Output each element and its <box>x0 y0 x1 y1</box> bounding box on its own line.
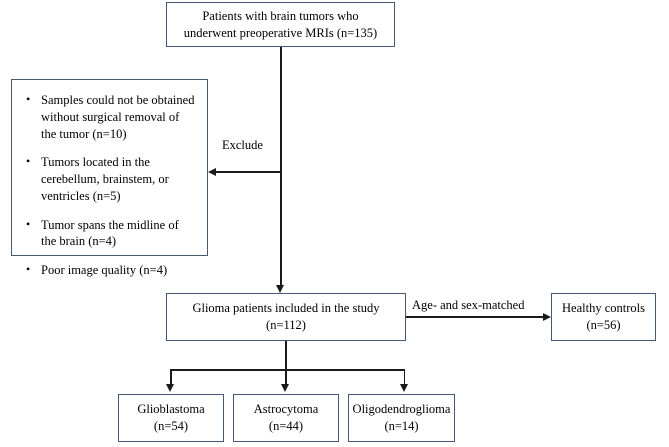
list-item: Tumor spans the midline of the brain (n=… <box>26 216 197 251</box>
list-item: Samples could not be obtained without su… <box>26 91 197 142</box>
list-item: Tumors located in the cerebellum, brains… <box>26 153 197 204</box>
arrowhead-into-oligodendroglioma <box>399 384 408 392</box>
connector-glioma-to-healthy <box>406 316 543 318</box>
arrowhead-into-astrocytoma <box>281 384 290 392</box>
node-exclusion-criteria: Samples could not be obtained without su… <box>11 79 208 277</box>
arrowhead-into-healthy <box>543 312 551 321</box>
connector-spine-to-excluded <box>216 171 281 173</box>
edge-label-age-and-sex-matched: Age- and sex-matched <box>412 298 525 312</box>
node-healthy-controls: Healthy controls (n=56) <box>551 293 656 341</box>
node-patient-cohort-label: Patients with brain tumors who underwent… <box>183 8 378 40</box>
arrowhead-into-excluded <box>208 167 216 176</box>
connector-drop-glioblastoma <box>170 369 172 386</box>
node-healthy-controls-label: Healthy controls (n=56) <box>562 301 645 332</box>
exclusion-criteria-list: Samples could not be obtained without su… <box>12 80 207 279</box>
node-astrocytoma-label: Astrocytoma (n=44) <box>253 402 319 433</box>
node-oligodendroglioma: Oligodendroglioma (n=14) <box>348 394 455 442</box>
arrowhead-into-glioma <box>275 285 284 293</box>
node-glioblastoma-label: Glioblastoma (n=54) <box>137 402 205 433</box>
connector-cohort-to-glioma <box>280 47 282 286</box>
arrowhead-into-glioblastoma <box>166 384 175 392</box>
node-glioma-patients-label: Glioma patients included in the study (n… <box>192 301 380 332</box>
connector-glioma-to-subtypes <box>285 341 287 370</box>
list-item: Poor image quality (n=4) <box>26 261 197 279</box>
node-glioblastoma: Glioblastoma (n=54) <box>118 394 224 442</box>
node-patient-cohort: Patients with brain tumors who underwent… <box>166 2 395 47</box>
node-astrocytoma: Astrocytoma (n=44) <box>233 394 339 442</box>
node-oligodendroglioma-label: Oligodendroglioma (n=14) <box>352 402 451 433</box>
connector-subtype-distribution-bar <box>170 369 405 371</box>
edge-label-exclude: Exclude <box>222 138 263 152</box>
node-glioma-patients-included: Glioma patients included in the study (n… <box>166 293 406 341</box>
connector-drop-astrocytoma <box>285 369 287 386</box>
connector-drop-oligodendroglioma <box>403 369 406 386</box>
